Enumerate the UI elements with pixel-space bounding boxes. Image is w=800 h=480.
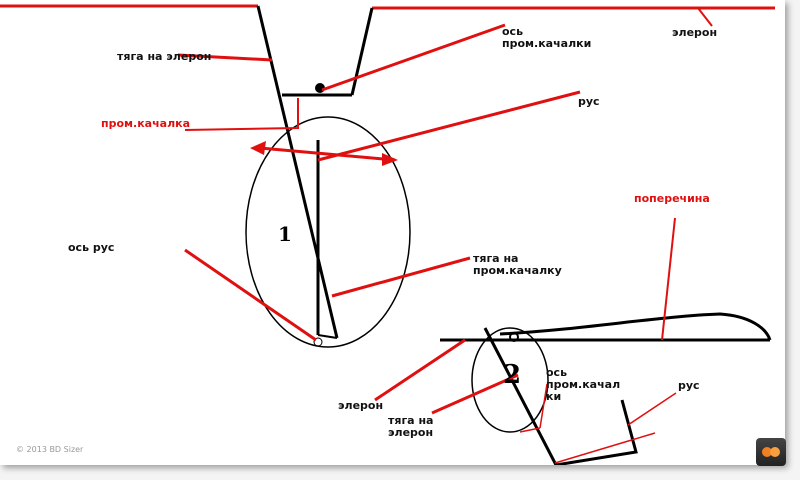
label-bellcrank: пром.качалка [101, 117, 191, 130]
pointer-rod-elevon-2 [431, 373, 519, 415]
label-elevon-top: элерон [672, 26, 718, 39]
figure-number-2: 2 [503, 360, 522, 390]
red-underline-lower [554, 432, 656, 464]
label-elevon-bottom: элерон [338, 399, 384, 412]
label-rod-to-bellcrank: тяга на пром.качалку [473, 252, 562, 277]
pointer-bellcrank-axis-2 [539, 383, 548, 429]
pointer-rus-axis [184, 248, 317, 342]
stick-lower [555, 399, 638, 465]
stick-arrow-left [250, 141, 266, 155]
detail-circle-2 [471, 327, 549, 433]
pointer-rus-2 [627, 392, 677, 426]
pointer-bellcrank-axis-2b [519, 427, 541, 433]
pointer-crossbar [661, 217, 676, 341]
label-bellcrank-axis: ось пром.качалки [502, 25, 592, 50]
label-crossbar: поперечина [634, 192, 710, 205]
diagram-canvas: элерон тяга на элерон ось пром.качалки р… [0, 0, 785, 465]
label-rod-to-elevon: тяга на элерон [117, 50, 212, 63]
stick-arrow-line [259, 146, 396, 162]
label-rod-to-elevon-2: тяга на элерон [388, 414, 434, 439]
pointer-rod-bellcrank [331, 256, 471, 298]
pointer-elevon-bottom [374, 338, 466, 402]
pointer-rus [317, 90, 581, 162]
pointer-bellcrank-axis [321, 23, 506, 92]
rod-right-short [350, 7, 374, 96]
elevon-top-pointer [697, 7, 713, 27]
figure-number-1: 1 [278, 222, 292, 246]
label-bellcrank-axis-2: ось пром.качал ки [546, 366, 621, 403]
logo-circle-left [762, 447, 772, 457]
label-rus-2: рус [678, 379, 700, 392]
wing-pivot [509, 332, 519, 342]
stick-base [317, 334, 338, 339]
pointer-rod-elevon [177, 53, 273, 62]
rod-lower [483, 327, 558, 465]
bd-sizer-logo-icon [756, 438, 786, 466]
stick-arrow-right [382, 153, 398, 166]
copyright-text: © 2013 BD Sizer [16, 445, 84, 454]
label-rus-axis: ось рус [68, 241, 115, 254]
detail-circle-1 [245, 116, 411, 348]
pointer-bellcrank [184, 98, 299, 131]
logo-circle-right [770, 447, 780, 457]
label-rus: рус [578, 95, 600, 108]
rod-left-long [256, 5, 339, 339]
airfoil-upper [499, 312, 772, 341]
diagram-svg [0, 4, 775, 465]
